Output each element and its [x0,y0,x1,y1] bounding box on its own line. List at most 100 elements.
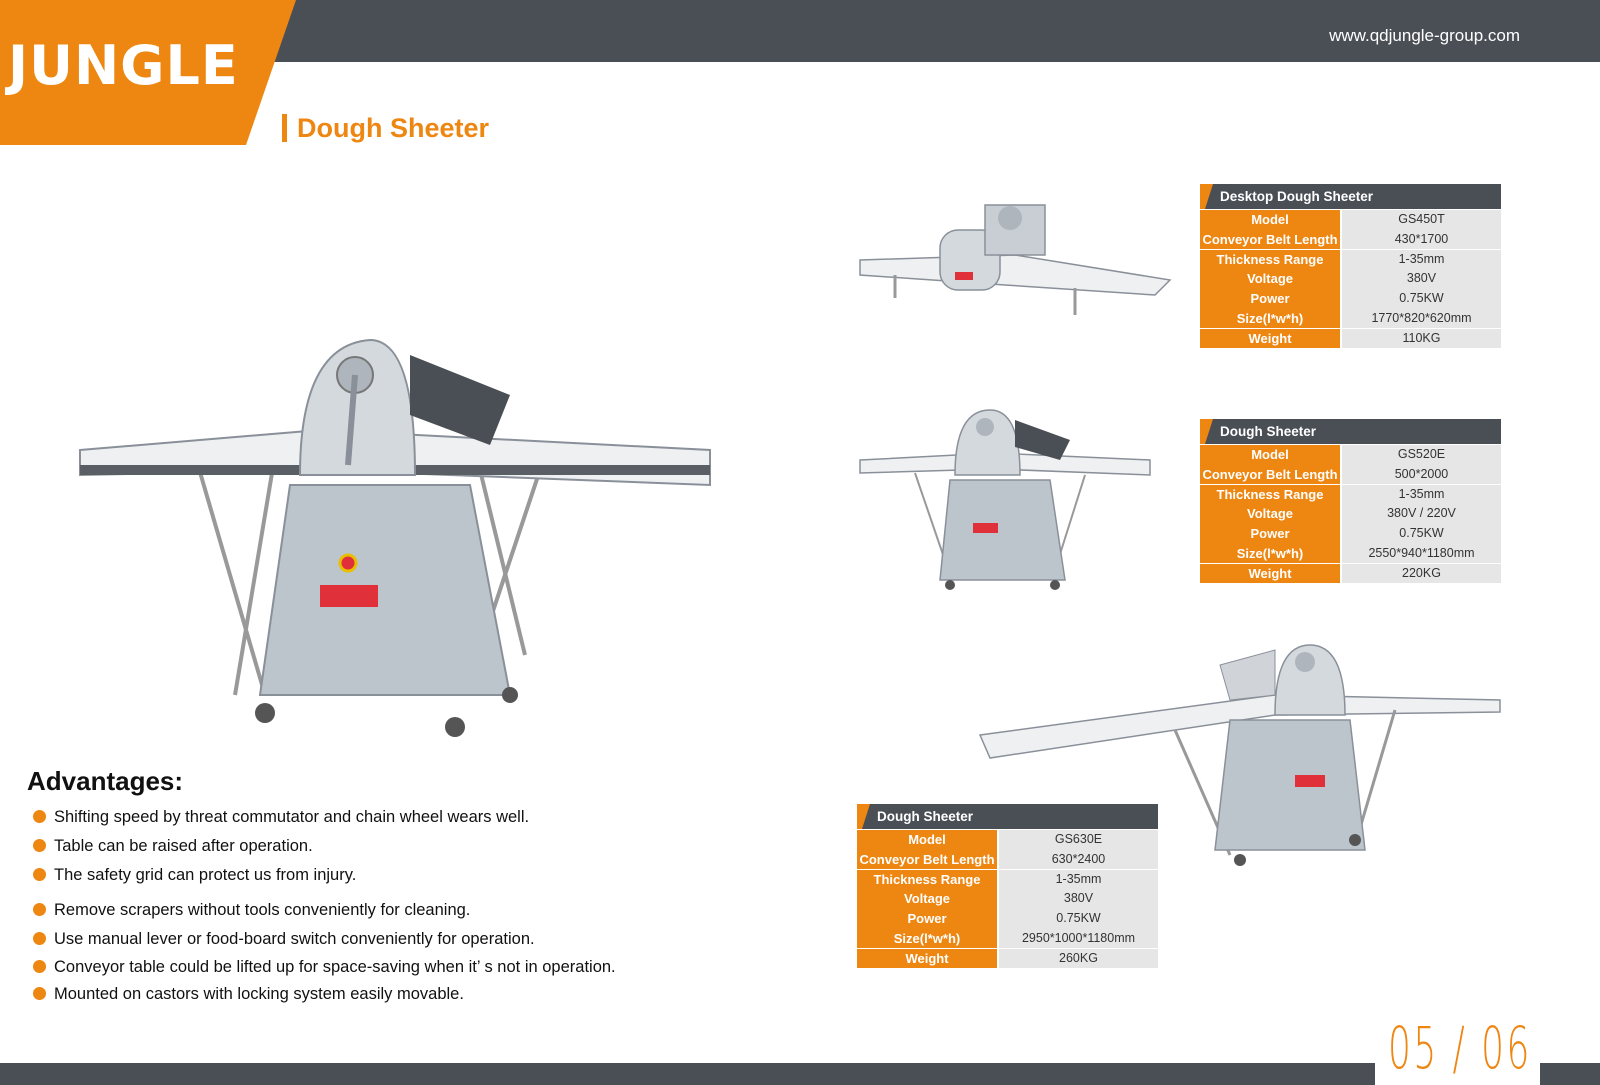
desktop-machine-image [855,200,1175,320]
spec-label: Voltage [1200,504,1340,524]
spec-label: Conveyor Belt Length [1200,464,1340,485]
spec-value: 1-35mm [1342,249,1501,270]
logo-block: JUNGLE [0,0,296,145]
spec-label: Voltage [857,889,997,909]
advantage-item: Use manual lever or food-board switch co… [33,930,535,949]
spec-value: GS520E [1342,445,1501,465]
spec-value: 110KG [1342,328,1501,349]
spec-value: 2550*940*1180mm [1342,543,1501,564]
advantage-text: Conveyor table could be lifted up for sp… [54,958,616,976]
spec-label: Thickness Range [857,869,997,890]
gs630e-machine-image [975,640,1525,875]
spec-value: 260KG [999,948,1158,969]
gs520e-machine-image [855,405,1155,600]
spec-value: 430*1700 [1342,229,1501,250]
footer-band [0,1063,1600,1085]
advantage-item: Table can be raised after operation. [33,837,313,856]
spec-table-title: Dough Sheeter [1200,419,1501,444]
spec-label: Thickness Range [1200,484,1340,505]
spec-value: 0.75KW [999,909,1158,929]
spec-label: Size(l*w*h) [1200,308,1340,329]
spec-value: 1770*820*620mm [1342,308,1501,329]
bullet-icon [33,987,46,1000]
bullet-icon [33,932,46,945]
main-machine-image [70,335,715,745]
spec-label: Voltage [1200,269,1340,289]
spec-label: Power [1200,289,1340,309]
spec-label: Thickness Range [1200,249,1340,270]
spec-row-size: Size(l*w*h)1770*820*620mm [1200,308,1501,329]
bullet-icon [33,868,46,881]
spec-value: 1-35mm [999,869,1158,890]
advantage-item: Conveyor table could be lifted up for sp… [33,958,616,977]
advantages-title: Advantages: [27,766,184,796]
spec-row-size: Size(l*w*h)2550*940*1180mm [1200,543,1501,564]
spec-value: 380V / 220V [1342,504,1501,524]
spec-label: Model [857,830,997,850]
advantage-item: The safety grid can protect us from inju… [33,866,356,885]
spec-value: GS630E [999,830,1158,850]
spec-value: 2950*1000*1180mm [999,928,1158,949]
advantage-item: Remove scrapers without tools convenient… [33,901,470,920]
spec-label: Size(l*w*h) [1200,543,1340,564]
spec-label: Conveyor Belt Length [1200,229,1340,250]
spec-value: 0.75KW [1342,524,1501,544]
spec-label: Model [1200,210,1340,230]
advantage-item: Shifting speed by threat commutator and … [33,808,529,827]
advantage-text: The safety grid can protect us from inju… [54,866,357,884]
advantage-text: Mounted on castors with locking system e… [54,985,464,1003]
spec-value: 500*2000 [1342,464,1501,485]
advantage-text: Shifting speed by threat commutator and … [54,808,530,826]
advantage-item: Mounted on castors with locking system e… [33,985,464,1004]
spec-row-size: Size(l*w*h)2950*1000*1180mm [857,928,1158,949]
website-link[interactable]: www.qdjungle-group.com [1329,26,1520,45]
spec-table-title: Dough Sheeter [857,804,1158,829]
bullet-icon [33,960,46,973]
spec-label: Weight [1200,328,1340,349]
bullet-icon [33,903,46,916]
spec-value: GS450T [1342,210,1501,230]
spec-value: 630*2400 [999,849,1158,870]
page-number: 05 / 06 [1388,1014,1532,1082]
advantage-text: Use manual lever or food-board switch co… [54,930,535,948]
brand-logo: JUNGLE [8,34,239,97]
spec-label: Weight [857,948,997,969]
spec-label: Model [1200,445,1340,465]
spec-value: 220KG [1342,563,1501,584]
spec-label: Size(l*w*h) [857,928,997,949]
spec-table-title: Desktop Dough Sheeter [1200,184,1501,209]
page-title: Dough Sheeter [282,114,489,142]
spec-value: 380V [999,889,1158,909]
spec-value: 0.75KW [1342,289,1501,309]
advantage-text: Remove scrapers without tools convenient… [54,901,471,919]
bullet-icon [33,839,46,852]
spec-label: Power [1200,524,1340,544]
spec-label: Conveyor Belt Length [857,849,997,870]
spec-label: Weight [1200,563,1340,584]
spec-value: 380V [1342,269,1501,289]
page-number-box [1375,1012,1540,1085]
spec-label: Power [857,909,997,929]
spec-value: 1-35mm [1342,484,1501,505]
